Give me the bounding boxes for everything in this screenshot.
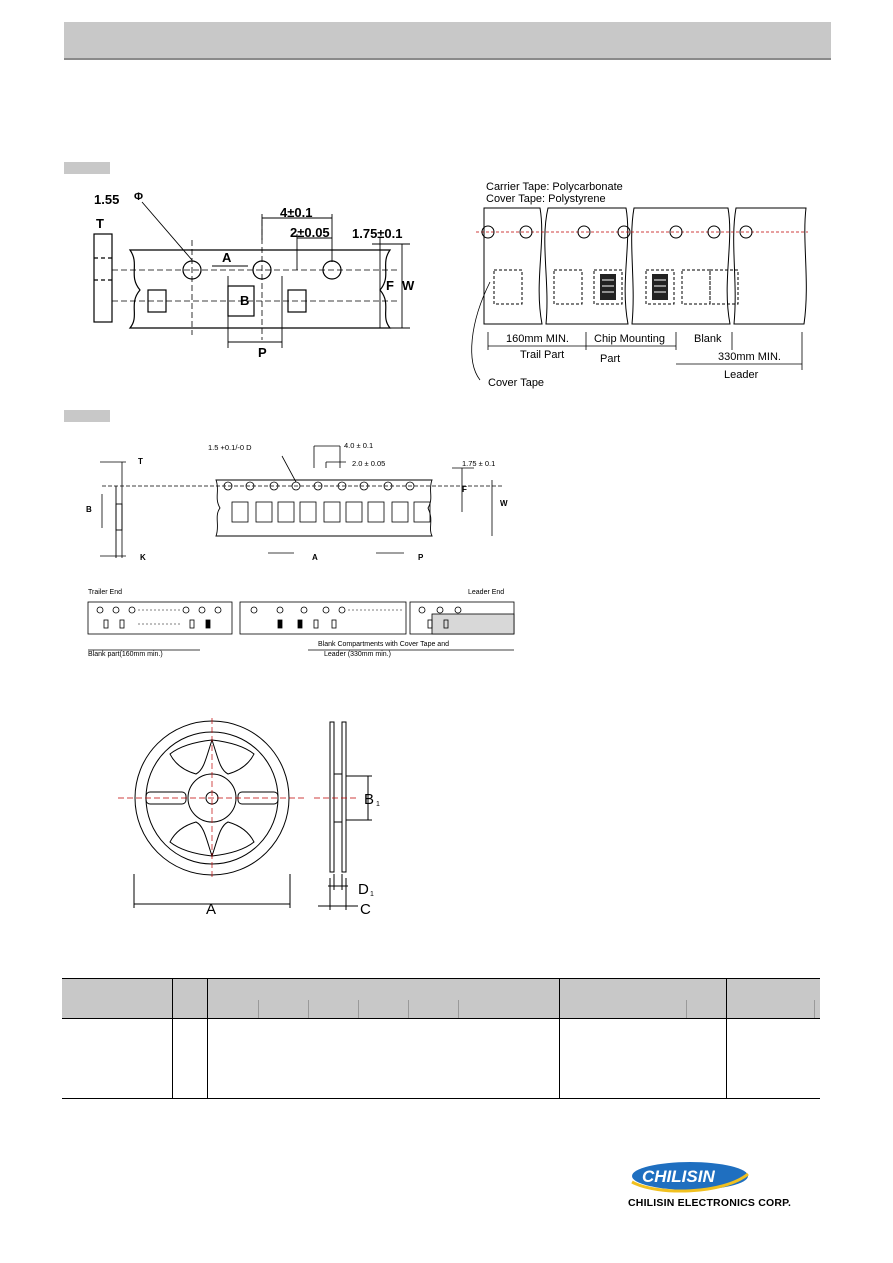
dim-K-small: K [140, 553, 146, 562]
reel-dim-D: D [358, 881, 369, 898]
trailer-leader-diagram: Trailer End Leader End Blank part(160mm … [87, 589, 515, 658]
dim-B-small: B [86, 505, 92, 514]
chip-part-label: Part [600, 353, 620, 365]
pitch-2-spec-label: 2.0 ± 0.05 [352, 459, 385, 468]
dim-W: W [402, 278, 415, 293]
leader-length-label: 330mm MIN. [718, 351, 781, 363]
reel-dim-D-subscript: 1 [370, 891, 374, 898]
tape-sections-diagram: Carrier Tape: Polycarbonate Cover Tape: … [471, 181, 808, 389]
dim-F: F [386, 278, 394, 293]
pitch-4-label: 4±0.1 [280, 205, 312, 220]
dim-T-small: T [138, 457, 143, 466]
cover-tape-label: Cover Tape [488, 377, 544, 389]
pitch-2-label: 2±0.05 [290, 225, 330, 240]
trailer-end-label: Trailer End [88, 589, 122, 596]
tape-side-view [93, 233, 113, 323]
hole-dimension-label: 1.55 [94, 192, 119, 207]
dim-A: A [222, 250, 232, 265]
trail-length-label: 160mm MIN. [506, 333, 569, 345]
dim-A-small: A [312, 553, 318, 562]
phi-symbol: Φ [134, 191, 143, 203]
reel-dim-B: B [364, 791, 374, 808]
pitch-4-spec-label: 4.0 ± 0.1 [344, 441, 373, 450]
section-tag-1 [64, 162, 110, 174]
company-name: CHILISIN ELECTRONICS CORP. [628, 1197, 792, 1209]
logo-text: CHILISIN [642, 1167, 715, 1186]
dim-W-small: W [500, 499, 508, 508]
spec-table [62, 978, 820, 1099]
dim-T: T [96, 216, 104, 231]
chilisin-logo: CHILISIN [631, 1162, 749, 1193]
blank-compartments-label: Blank Compartments with Cover Tape and [318, 641, 449, 648]
hole-spec-label: 1.5 +0.1/-0 D [208, 443, 252, 452]
carrier-tape-label: Carrier Tape: Polycarbonate [486, 181, 623, 193]
paper-tape-diagram: 1.5 +0.1/-0 D 4.0 ± 0.1 2.0 ± 0.05 1.75 … [86, 441, 508, 562]
page-header-bar [64, 22, 831, 60]
leader-label: Leader [724, 369, 759, 381]
dim-B: B [240, 293, 249, 308]
tape-dimension-diagram: 1.55 Φ 4±0.1 2±0.05 1.75±0.1 T A B F W P [93, 191, 415, 360]
chip-mounting-label: Chip Mounting [594, 333, 665, 345]
leader-min-label: Leader (330mm min.) [324, 651, 391, 658]
reel-dim-B-subscript: 1 [376, 801, 380, 808]
reel-diagram: A B 1 C D 1 [118, 718, 380, 916]
section-tag-2 [64, 410, 110, 422]
dim-P-small: P [418, 553, 424, 562]
leader-end-label: Leader End [468, 589, 504, 596]
blank-part-label: Blank part(160mm min.) [88, 651, 163, 658]
trail-part-label: Trail Part [520, 349, 564, 361]
edge-spec-label: 1.75 ± 0.1 [462, 459, 495, 468]
reel-dim-A: A [206, 901, 216, 916]
edge-distance-label: 1.75±0.1 [352, 226, 403, 241]
cover-tape-material-label: Cover Tape: Polystyrene [486, 193, 606, 205]
dim-F-small: F [462, 485, 467, 494]
reel-dim-C: C [360, 901, 371, 916]
dim-P: P [258, 345, 267, 360]
blank-label: Blank [694, 333, 722, 345]
